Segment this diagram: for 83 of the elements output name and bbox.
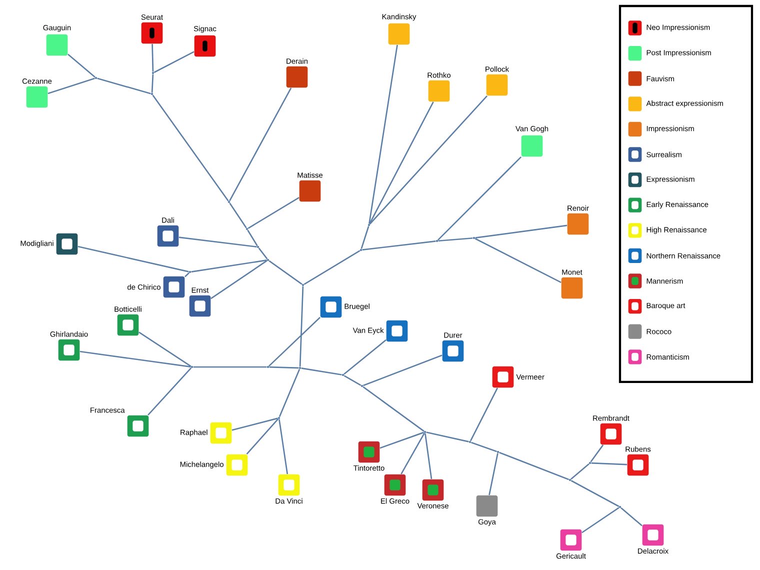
branch-line <box>582 507 620 534</box>
branch-line <box>178 236 257 248</box>
branch-point <box>150 92 154 96</box>
branch-line <box>278 368 300 418</box>
branch-point <box>568 478 572 482</box>
branch-point <box>360 248 362 252</box>
branch-point <box>298 366 302 370</box>
branch-line <box>368 44 398 224</box>
branch-line <box>362 240 436 250</box>
branch-line <box>68 54 96 78</box>
branch-line <box>360 226 370 249</box>
branch-line <box>210 260 268 300</box>
branch-point <box>368 224 370 226</box>
branch-line <box>591 462 628 466</box>
branch-point <box>618 506 622 508</box>
branch-point <box>94 76 98 80</box>
branch-line <box>152 94 229 202</box>
branch-line <box>269 366 299 369</box>
branch-line <box>344 339 386 375</box>
branch-line <box>48 78 95 94</box>
branch-line <box>232 418 278 431</box>
branch-line <box>380 432 424 449</box>
branch-line <box>369 95 488 224</box>
branch-point <box>152 72 154 74</box>
branch-line <box>570 480 620 507</box>
branch-line <box>363 354 442 386</box>
branch-line <box>229 202 247 228</box>
branch-point <box>302 284 304 286</box>
branch-point <box>468 440 472 444</box>
branch-point <box>342 374 344 376</box>
branch-point <box>472 236 476 240</box>
branch-point <box>228 200 230 204</box>
branch-point <box>360 384 364 388</box>
branch-line <box>499 452 569 480</box>
branch-line <box>268 316 321 367</box>
branch-line <box>246 418 279 454</box>
branch-point <box>496 450 500 454</box>
branch-line <box>488 453 498 496</box>
branch-point <box>190 366 194 368</box>
branch-point <box>246 228 248 230</box>
branch-line <box>152 44 154 72</box>
branch-point <box>424 430 426 434</box>
branch-line <box>258 248 268 260</box>
branch-point <box>188 270 192 274</box>
branch-line <box>148 368 192 416</box>
branch-line <box>301 368 342 376</box>
branch-line <box>248 197 300 229</box>
branch-line <box>299 286 304 367</box>
branch-line <box>344 375 362 386</box>
branch-line <box>620 507 642 526</box>
branch-line <box>369 102 434 224</box>
branch-line <box>193 366 267 368</box>
branch-line <box>184 272 190 278</box>
branch-line <box>229 88 292 202</box>
branch-point <box>436 240 438 242</box>
branch-line <box>474 238 562 284</box>
branch-line <box>278 419 288 474</box>
branch-line <box>471 442 497 452</box>
branch-line <box>268 260 302 285</box>
branch-line <box>437 156 522 241</box>
branch-point <box>256 246 260 248</box>
branch-line <box>424 433 432 480</box>
branch-point <box>266 366 270 368</box>
branch-line <box>80 350 191 368</box>
branch-line <box>570 463 590 480</box>
branch-line <box>154 51 194 73</box>
branch-point <box>266 258 270 262</box>
branch-line <box>97 78 151 94</box>
branch-line <box>590 444 604 462</box>
branch-line <box>138 332 192 367</box>
branch-line <box>191 260 267 272</box>
branch-line <box>362 386 424 432</box>
branch-line <box>247 230 258 246</box>
branch-line <box>78 246 189 272</box>
branch-line <box>470 388 498 442</box>
branch-point <box>278 416 280 420</box>
branch-line <box>438 237 473 242</box>
branch-line <box>151 74 154 93</box>
branch-line <box>400 432 425 474</box>
branch-line <box>475 224 568 238</box>
branch-line <box>304 250 360 285</box>
branch-point <box>588 462 592 464</box>
branch-line <box>426 432 469 442</box>
